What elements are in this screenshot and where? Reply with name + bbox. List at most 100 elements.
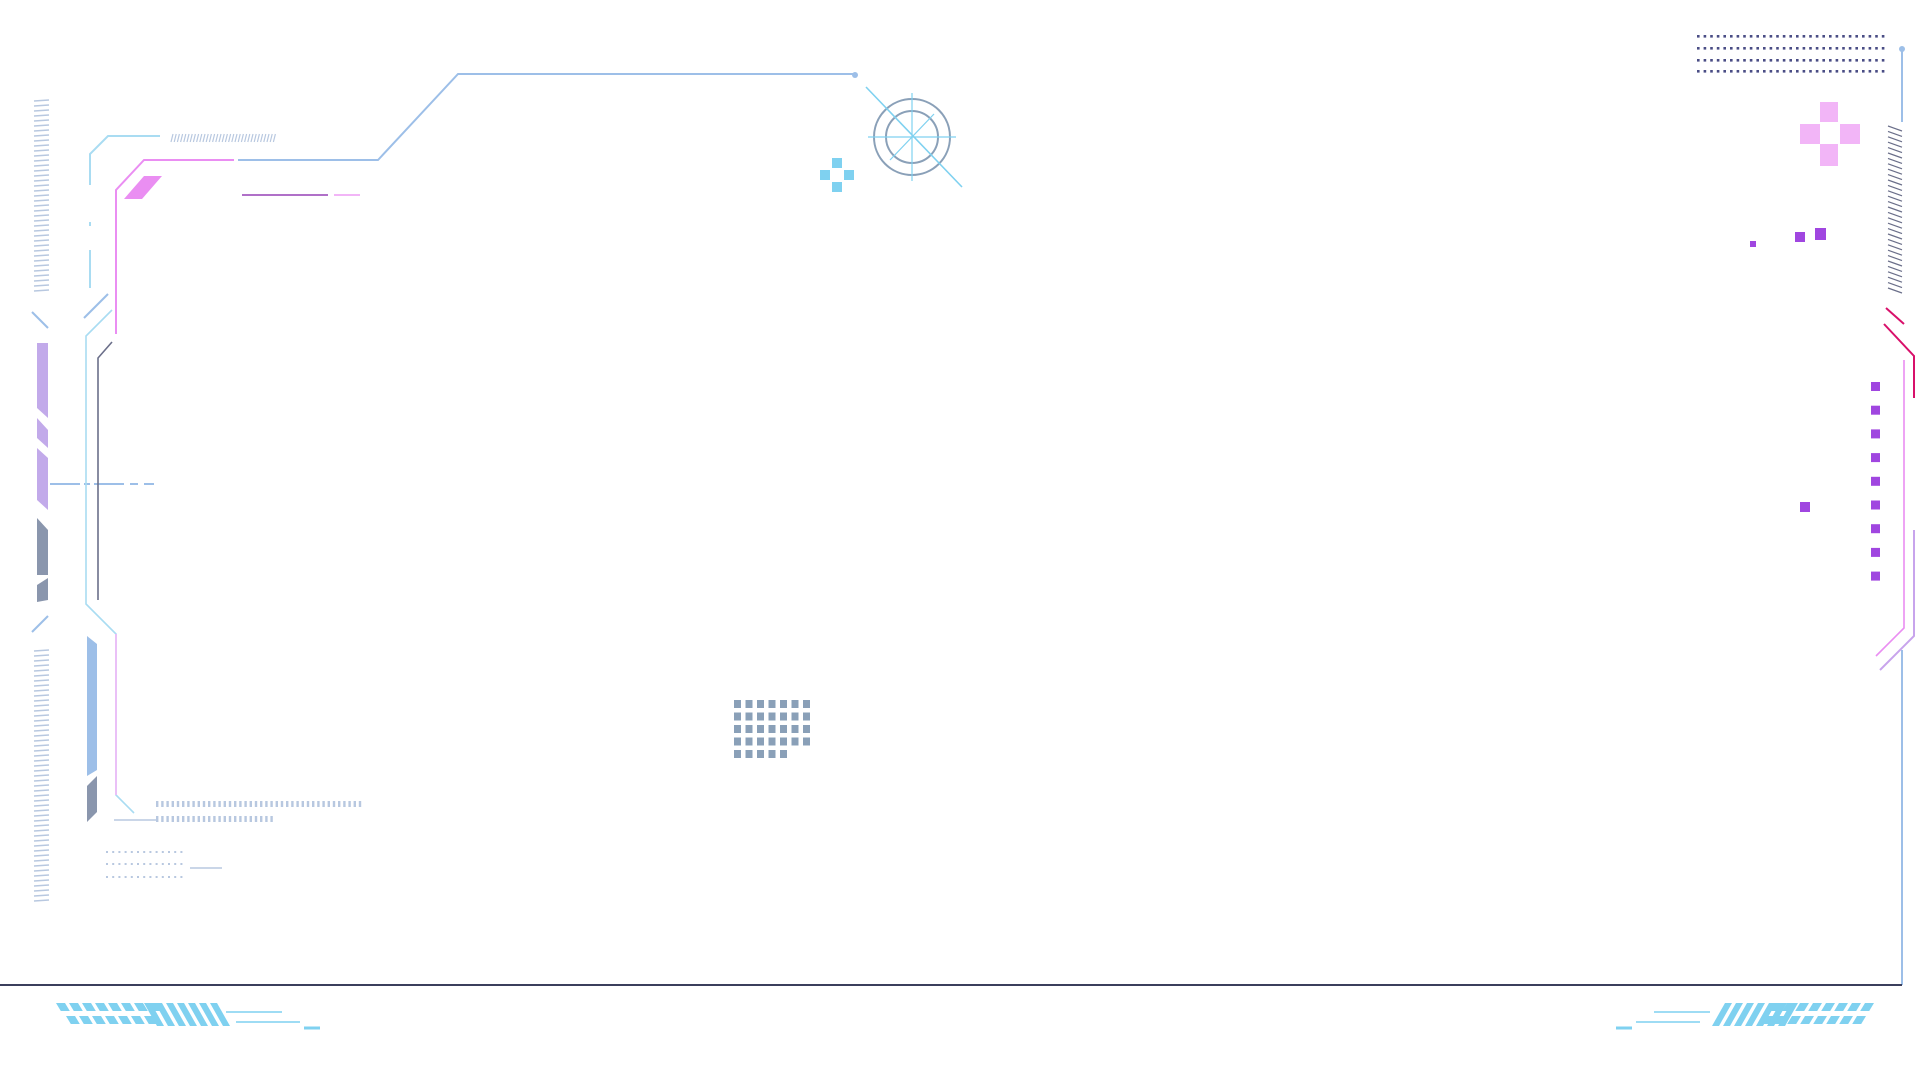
- dot: [1829, 47, 1832, 50]
- dot: [1802, 47, 1806, 50]
- dot: [1697, 70, 1700, 73]
- tick: [33, 274, 50, 277]
- tick: [244, 801, 247, 807]
- left-frame-pink: [115, 159, 234, 334]
- grid-cell: [780, 712, 787, 721]
- dot: [1809, 35, 1812, 38]
- hatch: [1887, 238, 1903, 245]
- tick: [301, 801, 304, 807]
- dot: [1848, 35, 1852, 38]
- left-block-3: [37, 448, 48, 510]
- hatch: [1887, 249, 1903, 256]
- dot: [1881, 35, 1885, 38]
- hatch: [205, 133, 209, 143]
- dot: [180, 851, 183, 853]
- hatch: [1887, 168, 1903, 175]
- dot: [1763, 70, 1766, 73]
- tick: [33, 814, 50, 817]
- grid-cell: [757, 737, 764, 746]
- slash: [1847, 1003, 1861, 1011]
- tick: [270, 816, 273, 822]
- dot: [124, 876, 127, 878]
- tick: [33, 869, 50, 872]
- grid-cell: [734, 737, 741, 746]
- right-square-column: [1871, 382, 1880, 581]
- tick: [33, 694, 50, 697]
- tick: [33, 289, 50, 292]
- grid-cell: [768, 712, 776, 721]
- dot: [155, 851, 158, 853]
- tick: [187, 816, 190, 822]
- tick: [33, 839, 50, 842]
- tick: [33, 789, 50, 792]
- grid-cell: [803, 700, 810, 708]
- hatch: [1887, 141, 1903, 148]
- hatch: [189, 133, 193, 143]
- tick: [265, 801, 268, 807]
- hatch: [1887, 125, 1903, 132]
- slash: [166, 1003, 186, 1026]
- slash: [1821, 1003, 1835, 1011]
- dot: [1881, 59, 1885, 62]
- slash: [1795, 1003, 1809, 1011]
- hatch: [1887, 130, 1903, 137]
- slash: [1712, 1003, 1732, 1026]
- dot: [1743, 47, 1746, 50]
- dot: [130, 851, 133, 853]
- tick: [353, 801, 356, 807]
- hatch: [218, 133, 222, 143]
- left-pink-parallelogram: [124, 176, 162, 199]
- grid-cell: [734, 712, 741, 721]
- dot: [1875, 35, 1878, 38]
- hatch: [221, 133, 225, 143]
- hatch: [202, 133, 206, 143]
- slash: [79, 1016, 93, 1024]
- hatch: [199, 133, 203, 143]
- tick: [249, 816, 252, 822]
- dot: [1756, 59, 1759, 62]
- crosshair-icon: [865, 86, 963, 188]
- tick: [33, 114, 50, 117]
- tick: [286, 801, 289, 807]
- tick: [33, 794, 50, 797]
- dot: [124, 851, 127, 853]
- tick: [33, 754, 50, 757]
- left-frame-diag: [83, 293, 109, 319]
- dot: [1710, 35, 1713, 38]
- tick: [218, 816, 221, 822]
- dot: [1881, 47, 1885, 50]
- hatch: [1887, 136, 1903, 143]
- left-block-4: [37, 518, 48, 575]
- slash: [1745, 1003, 1765, 1026]
- grid-cell: [780, 737, 787, 746]
- left-frame-lines: [83, 72, 858, 869]
- tick: [348, 801, 351, 807]
- dot: [137, 863, 139, 865]
- dot: [1822, 35, 1825, 38]
- hatch: [196, 133, 200, 143]
- slash: [1860, 1003, 1874, 1011]
- dot: [1875, 70, 1878, 73]
- tick: [33, 729, 50, 732]
- tick: [33, 759, 50, 762]
- right-magenta-diag-1: [1885, 307, 1905, 325]
- grid-cell: [745, 712, 753, 721]
- tick: [312, 801, 315, 807]
- dot: [1802, 70, 1806, 73]
- dot: [143, 863, 146, 865]
- slash: [1852, 1016, 1866, 1024]
- dot: [1835, 70, 1839, 73]
- tick: [213, 816, 216, 822]
- dot: [106, 851, 108, 853]
- dot: [149, 851, 152, 853]
- dot: [1796, 59, 1799, 62]
- hatch: [269, 133, 273, 143]
- tick: [171, 816, 174, 822]
- grid-cell: [803, 725, 810, 733]
- tick: [254, 801, 258, 807]
- grid-cell: [734, 725, 741, 733]
- tick: [166, 816, 169, 822]
- tick: [33, 884, 50, 887]
- hatch: [208, 133, 212, 143]
